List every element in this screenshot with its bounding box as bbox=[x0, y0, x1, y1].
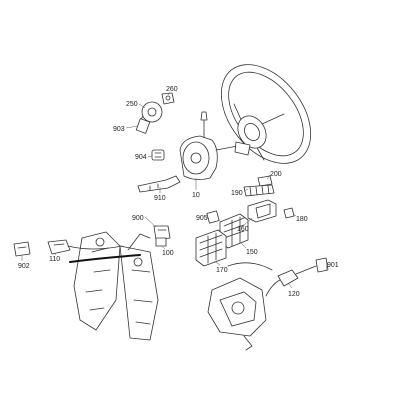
part-160 bbox=[247, 199, 277, 223]
part-180 bbox=[283, 207, 295, 219]
part-900-connector bbox=[153, 225, 171, 241]
callout-903: 903 bbox=[113, 126, 125, 133]
leader-lines bbox=[21, 91, 328, 289]
callout-901: 901 bbox=[327, 262, 339, 269]
callout-250: 250 bbox=[126, 101, 138, 108]
steering-wheel bbox=[220, 64, 312, 164]
callout-905: 905 bbox=[196, 215, 208, 222]
part-910-lever bbox=[137, 175, 181, 193]
part-903 bbox=[135, 118, 151, 134]
wiper-stalk bbox=[200, 111, 208, 139]
wire-harness bbox=[69, 254, 141, 263]
callout-180: 180 bbox=[296, 216, 308, 223]
wire-170 bbox=[227, 262, 273, 271]
part-120-connector bbox=[265, 269, 299, 297]
part-902-connector bbox=[13, 241, 31, 257]
indicator-stalk bbox=[215, 141, 251, 156]
callout-190: 190 bbox=[231, 190, 243, 197]
callout-150: 150 bbox=[246, 249, 258, 256]
callout-170: 170 bbox=[216, 267, 228, 274]
pedal-assembly bbox=[73, 231, 159, 341]
part-901-connector bbox=[315, 257, 329, 273]
part-200 bbox=[257, 175, 273, 187]
callout-904: 904 bbox=[135, 154, 147, 161]
callout-100: 100 bbox=[162, 250, 174, 257]
callout-902: 902 bbox=[18, 263, 30, 270]
wire-110 bbox=[67, 245, 123, 250]
callout-120: 120 bbox=[288, 291, 300, 298]
part-260 bbox=[161, 92, 175, 105]
part-250 bbox=[138, 101, 163, 128]
part-100 bbox=[155, 237, 167, 247]
callout-910: 910 bbox=[154, 195, 166, 202]
part-190 bbox=[243, 184, 275, 197]
clock-spring bbox=[179, 135, 218, 180]
part-110-connector bbox=[47, 239, 71, 255]
callout-900: 900 bbox=[132, 215, 144, 222]
wire-120-901 bbox=[295, 265, 317, 275]
callout-160: 160 bbox=[237, 226, 249, 233]
callout-10: 10 bbox=[192, 192, 200, 199]
pedal-module bbox=[207, 277, 267, 351]
callout-260: 260 bbox=[166, 86, 178, 93]
callouts: 260 250 903 904 10 910 200 190 905 160 1… bbox=[18, 86, 339, 298]
part-170-switch-block bbox=[195, 229, 227, 267]
part-905 bbox=[206, 210, 220, 224]
callout-110: 110 bbox=[49, 256, 60, 263]
part-904 bbox=[151, 149, 165, 161]
callout-200: 200 bbox=[270, 171, 282, 178]
